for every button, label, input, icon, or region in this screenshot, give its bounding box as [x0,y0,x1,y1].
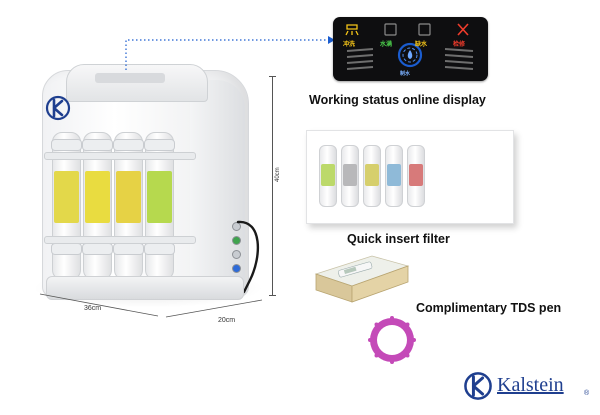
kalstein-logo-icon [45,95,71,121]
left-level-bars [346,48,374,70]
mini-filter-3 [363,145,381,207]
valve-3 [232,250,241,259]
height-dimension-label: 40cm [275,167,281,182]
panel-label-low: 缺水 [415,42,428,48]
gear-badge-icon [368,316,416,364]
caption-display: Working status online display [309,93,486,107]
tools-icon [457,23,469,36]
tank-empty-icon [418,23,431,36]
panel-label-flush: 冲洗 [343,42,356,48]
width-dimension-label: 36cm [84,305,102,312]
filter-band-3 [116,171,141,223]
panel-label-full: 水满 [380,42,393,48]
tds-pen-box [314,255,410,303]
depth-dimension-label: 20cm [218,317,236,324]
shower-icon [345,24,359,36]
caption-filter: Quick insert filter [347,232,450,246]
quick-filter-photo [306,130,514,224]
mini-filter-1 [319,145,337,207]
purifier-top-cover [66,64,208,102]
purifier-base [46,276,244,300]
height-dimension-line [269,76,276,296]
mini-filter-4 [385,145,403,207]
filter-band-1 [54,171,79,223]
water-drop-icon [397,42,423,68]
tank-full-icon [384,23,397,36]
valve-2 [232,236,241,245]
purifier-display-window [95,73,165,83]
panel-label-service: 检修 [453,42,466,48]
status-display-graphics [345,23,474,70]
right-level-bars [444,48,474,70]
base-dimension-lines [39,293,263,318]
caption-tds: Complimentary TDS pen [416,301,562,315]
mini-filter-2 [341,145,359,207]
filter-band-4 [147,171,172,223]
kalstein-brand-logo-icon [464,372,492,400]
filter-band-2 [85,171,110,223]
filter-clip-bottom [44,236,196,244]
water-hose [236,220,260,294]
registered-mark: ® [584,390,590,397]
panel-label-producing: 制水 [400,71,411,77]
display-connector-line [125,36,335,70]
filter-clip-top [44,152,196,160]
mini-filter-5 [407,145,425,207]
brand-name: Kalstein [497,374,564,396]
valve-1 [232,222,241,231]
valve-4 [232,264,241,273]
